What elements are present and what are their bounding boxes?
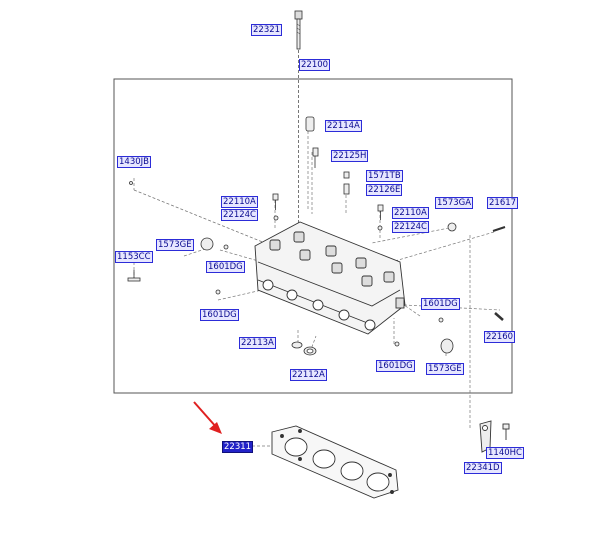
small-parts [127,116,506,356]
callout-1601dg-lower-left[interactable]: 1601DG [200,309,239,321]
callout-1140hc[interactable]: 1140HC [486,447,524,459]
callout-22160[interactable]: 22160 [484,331,516,343]
callout-22100[interactable]: 22100 [299,59,331,71]
head-bolt-drawing [294,10,303,230]
callout-1571tb[interactable]: 1571TB [366,170,403,182]
callout-22113a[interactable]: 22113A [239,337,276,349]
callout-1601dg-right[interactable]: 1601DG [421,298,460,310]
callout-22114a[interactable]: 22114A [325,120,362,132]
callout-1430jb[interactable]: 1430JB [117,156,151,168]
callout-21617[interactable]: 21617 [487,197,519,209]
callout-22126e[interactable]: 22126E [366,184,403,196]
callout-22110a-right[interactable]: 22110A [392,207,429,219]
callout-22124c-right[interactable]: 22124C [392,221,429,233]
callout-22125h[interactable]: 22125H [331,150,369,162]
callout-1153cc[interactable]: 1153CC [115,251,153,263]
head-gasket-drawing [271,425,399,499]
callout-22110a-left[interactable]: 22110A [221,196,258,208]
pointer-arrow [193,401,222,434]
callout-1601dg-bottom[interactable]: 1601DG [376,360,415,372]
callout-22124c-left[interactable]: 22124C [221,209,258,221]
callout-22311-highlighted[interactable]: 22311 [222,441,254,453]
assembly-frame [113,78,513,394]
callout-1573ga[interactable]: 1573GA [435,197,474,209]
cylinder-head-drawing [254,221,406,335]
callout-1601dg-upper-left[interactable]: 1601DG [206,261,245,273]
callout-1573ge-left[interactable]: 1573GE [156,239,194,251]
callout-1573ge-right[interactable]: 1573GE [426,363,464,375]
callout-22112a[interactable]: 22112A [290,369,327,381]
callout-22341d[interactable]: 22341D [464,462,502,474]
callout-22321[interactable]: 22321 [251,24,283,36]
